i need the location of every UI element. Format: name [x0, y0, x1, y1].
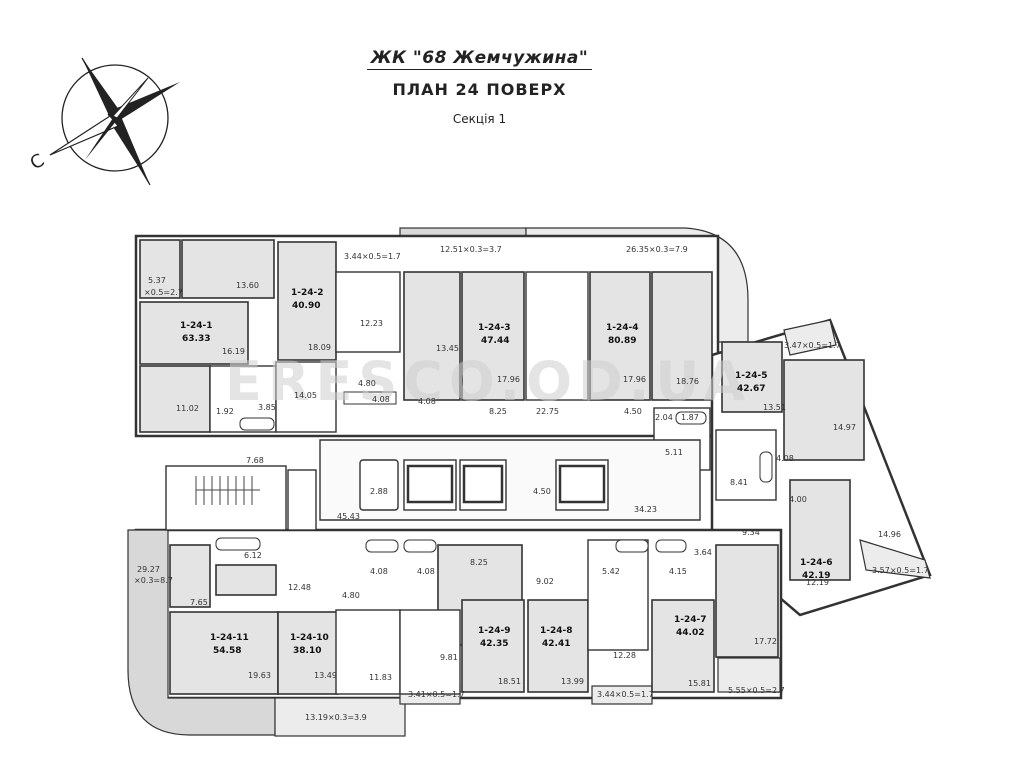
room-area: 8.25	[489, 407, 507, 416]
apartment-id: 1-24-2	[291, 288, 324, 298]
room-area: 4.08	[776, 454, 794, 463]
room-area: 34.23	[634, 505, 657, 514]
room-area: 13.49	[314, 671, 337, 680]
balcony-area: 12.51×0.3=3.7	[440, 245, 502, 254]
room-area: 14.96	[878, 530, 901, 539]
room-area: 13.45	[436, 344, 459, 353]
room-area: 18.76	[676, 377, 699, 386]
room-area: 2.04	[655, 413, 673, 422]
room-area: 3.64	[694, 548, 712, 557]
north-letter: С	[27, 150, 48, 174]
balcony-area: 29.27	[137, 565, 160, 574]
room-area: 12.23	[360, 319, 383, 328]
room-area: 4.08	[372, 395, 390, 404]
room-area: 11.02	[176, 404, 199, 413]
apartment-id: 1-24-4	[606, 323, 639, 333]
room-area: 2.88	[370, 487, 388, 496]
balcony-area: 3.57×0.5=1.7	[872, 566, 929, 575]
room-area: 7.65	[190, 598, 208, 607]
complex-title: ЖК "68 Жемчужина"	[0, 48, 984, 70]
room-area: 4.50	[624, 407, 642, 416]
room-area: 6.12	[244, 551, 262, 560]
room-area: 1.87	[681, 413, 699, 422]
floor-plan-title: ПЛАН 24 ПОВЕРХ	[392, 80, 567, 99]
apartment-id: 1-24-1	[180, 321, 213, 331]
room-area: 18.09	[308, 343, 331, 352]
apartment-area: 44.02	[676, 628, 704, 638]
apartment-id: 1-24-7	[674, 615, 707, 625]
apartment-id: 1-24-10	[290, 633, 329, 643]
balcony-area: ×0.3=8.7	[134, 576, 173, 585]
room-area: 8.41	[730, 478, 748, 487]
apartment-area: 80.89	[608, 336, 636, 346]
apartment-area: 47.44	[481, 336, 509, 346]
room-area: 9.02	[536, 577, 554, 586]
room-area: 1.92	[216, 407, 234, 416]
room-area: 3.85	[258, 403, 276, 412]
balcony-area: 13.19×0.3=3.9	[305, 713, 367, 722]
room-area: 7.68	[246, 456, 264, 465]
balcony-area: 5.55×0.5=2.7	[728, 686, 785, 695]
room-area: 17.72	[754, 637, 777, 646]
room-area: 22.75	[536, 407, 559, 416]
room-area: 13.51	[763, 403, 786, 412]
room-area: 13.99	[561, 677, 584, 686]
apartment-area: 42.41	[542, 639, 570, 649]
room-area: 14.97	[833, 423, 856, 432]
room-area: 45.43	[337, 512, 360, 521]
room-area: 18.51	[498, 677, 521, 686]
balcony-area: 3.44×0.5=1.7	[597, 690, 654, 699]
room-area: 19.63	[248, 671, 271, 680]
room-area: 12.48	[288, 583, 311, 592]
apartment-id: 1-24-11	[210, 633, 249, 643]
room-area: 9.34	[742, 528, 760, 537]
room-area: 4.80	[342, 591, 360, 600]
apartment-id: 1-24-3	[478, 323, 511, 333]
room-area: 9.81	[440, 653, 458, 662]
apartment-area: 63.33	[182, 334, 210, 344]
room-area: 4.08	[418, 397, 436, 406]
apartment-area: 38.10	[293, 646, 321, 656]
section-label: Секція 1	[452, 112, 507, 126]
room-area: 13.60	[236, 281, 259, 290]
balcony-area: 3.41×0.5=1.7	[408, 690, 465, 699]
room-area: 4.50	[533, 487, 551, 496]
room-area: 4.08	[417, 567, 435, 576]
apartment-area: 54.58	[213, 646, 241, 656]
compass-rose-icon: С	[27, 57, 180, 186]
room-area: 4.08	[370, 567, 388, 576]
apartment-area: 42.35	[480, 639, 508, 649]
room-area: 12.19	[806, 578, 829, 587]
apartment-id: 1-24-6	[800, 558, 833, 568]
room-area: 17.96	[497, 375, 520, 384]
apartment-area: 40.90	[292, 301, 320, 311]
apartment-id: 1-24-5	[735, 371, 768, 381]
balcony-area: 3.44×0.5=1.7	[344, 252, 401, 261]
apartment-area: 42.19	[802, 571, 830, 581]
room-area: 5.11	[665, 448, 683, 457]
room-area: 16.19	[222, 347, 245, 356]
balcony-area: 3.47×0.5=1.7	[784, 341, 841, 350]
room-area: 4.15	[669, 567, 687, 576]
balcony-area: 5.37	[148, 276, 166, 285]
room-area: 11.83	[369, 673, 392, 682]
watermark: ERESCO.OD.UA	[225, 350, 751, 413]
room-area: 8.25	[470, 558, 488, 567]
apartment-area: 42.67	[737, 384, 765, 394]
room-area: 17.96	[623, 375, 646, 384]
apartment-id: 1-24-9	[478, 626, 511, 636]
room-area: 4.80	[358, 379, 376, 388]
balcony-area: 26.35×0.3=7.9	[626, 245, 688, 254]
room-area: 14.05	[294, 391, 317, 400]
balcony-area: ×0.5=2.7	[144, 288, 183, 297]
room-area: 4.00	[789, 495, 807, 504]
room-area: 15.81	[688, 679, 711, 688]
room-area: 12.28	[613, 651, 636, 660]
room-area: 5.42	[602, 567, 620, 576]
apartment-id: 1-24-8	[540, 626, 573, 636]
